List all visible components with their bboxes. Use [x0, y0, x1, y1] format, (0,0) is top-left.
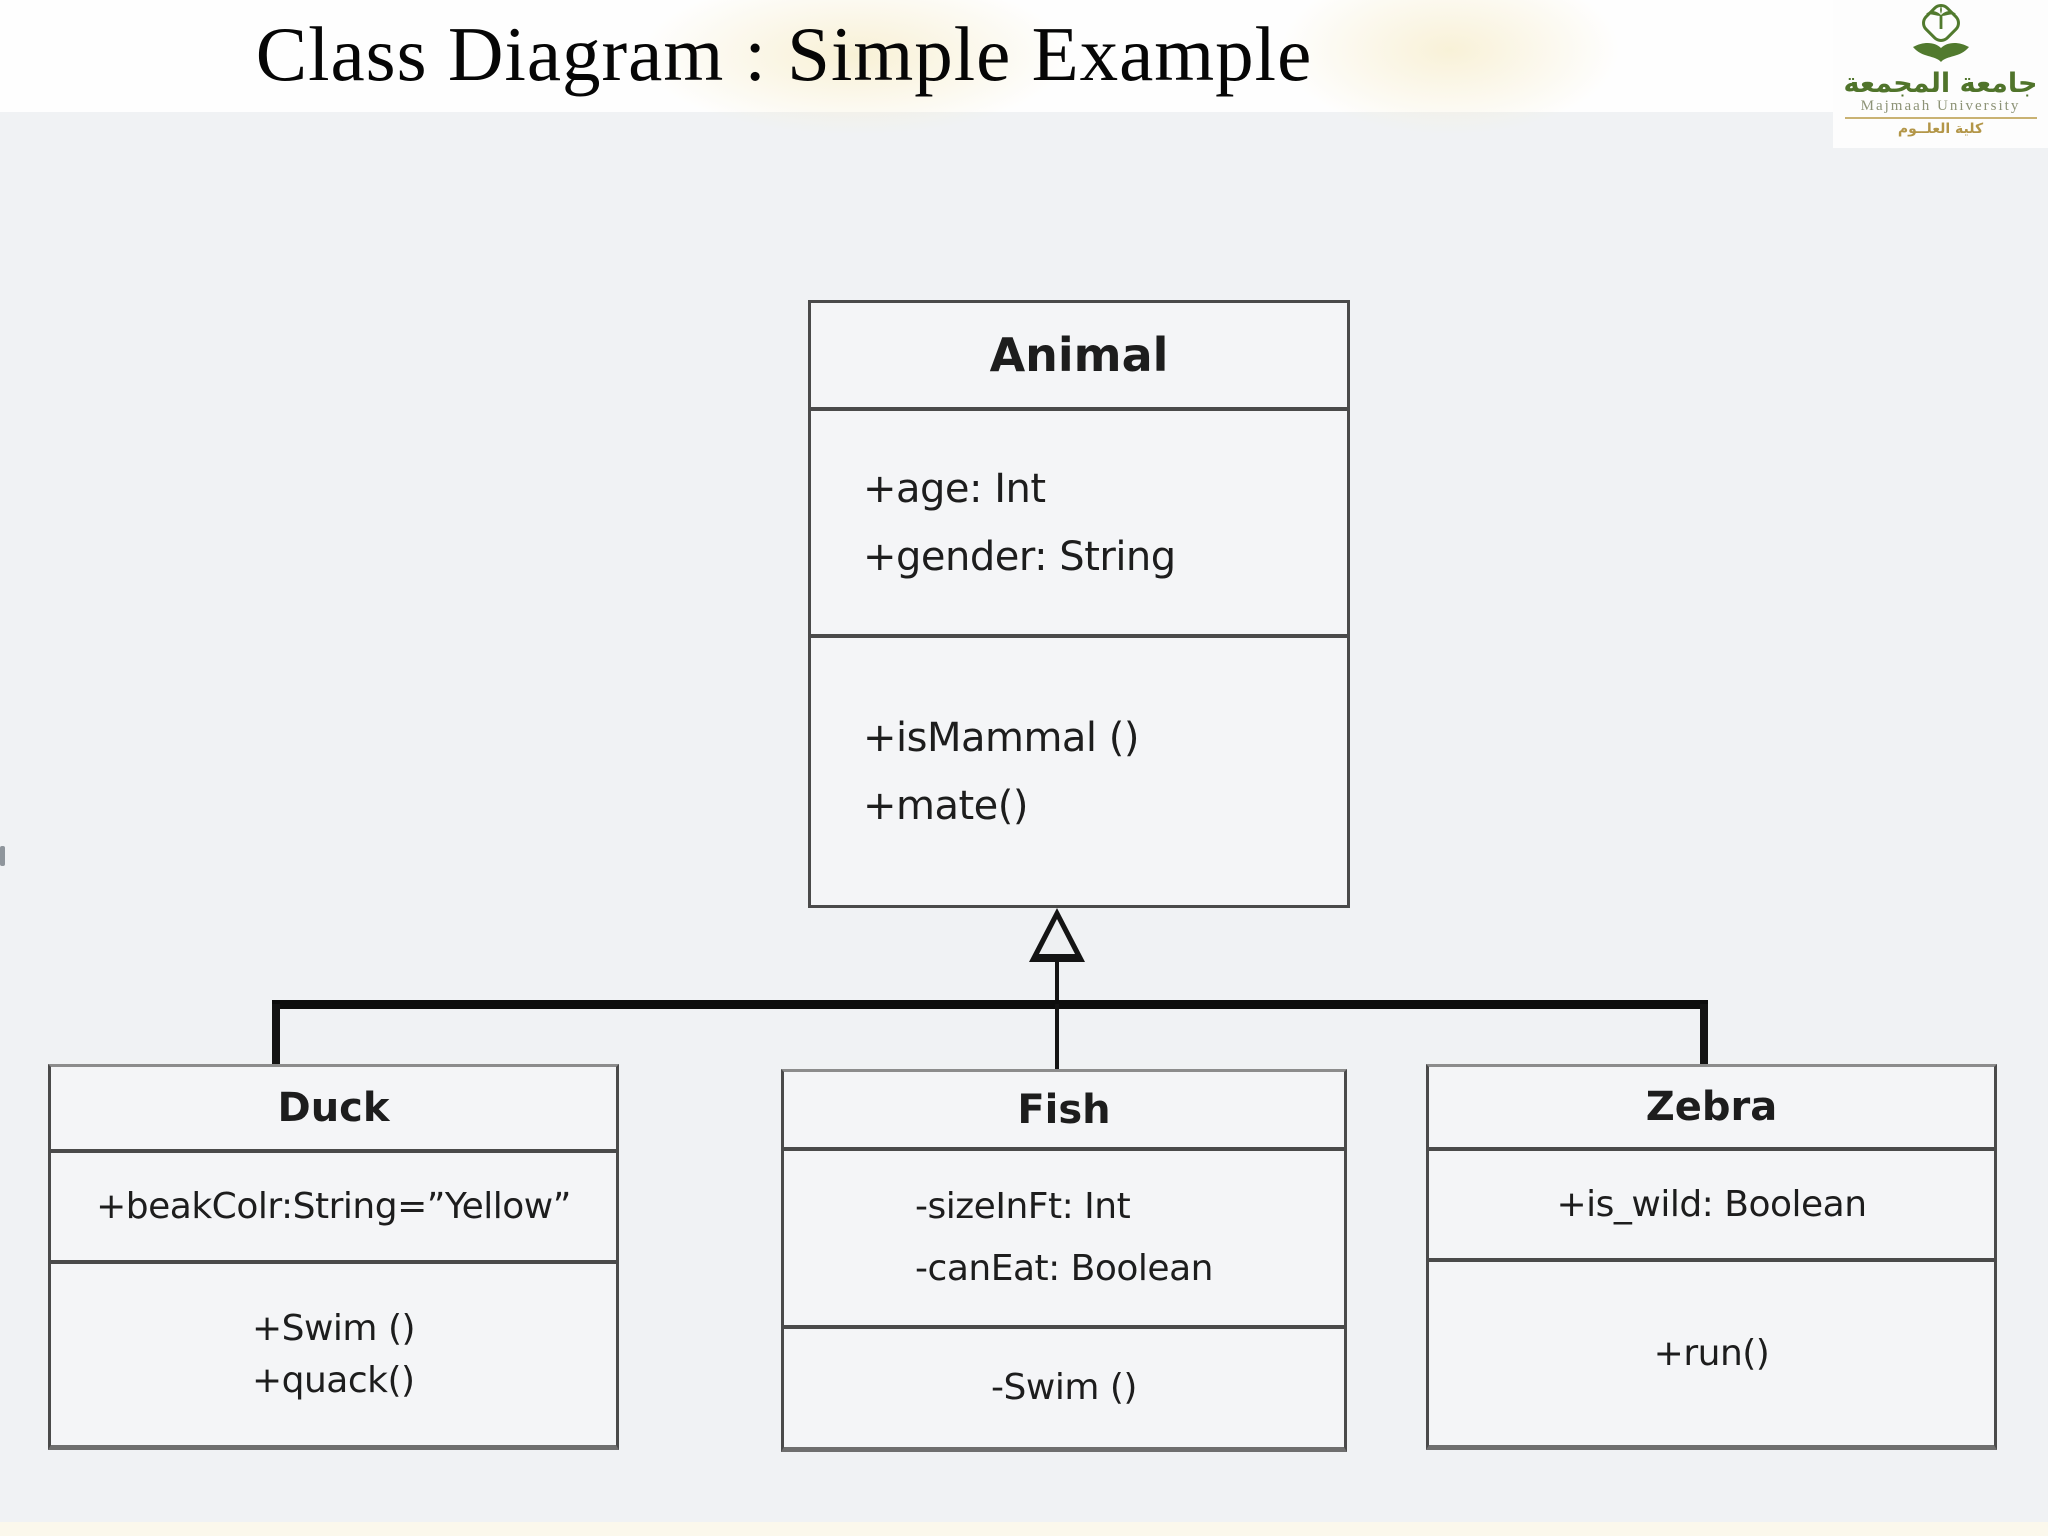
class-box-zebra: Zebra +is_wild: Boolean +run() — [1426, 1064, 1997, 1450]
logo-college-name: كلية العلــوم — [1897, 121, 1984, 137]
class-name-animal: Animal — [989, 328, 1169, 382]
attribute-line: +gender: String — [863, 533, 1176, 580]
slide-title: Class Diagram : Simple Example — [255, 11, 1313, 97]
inheritance-arrow-inner — [1039, 919, 1075, 954]
logo-english-name: Majmaah University — [1860, 98, 2021, 114]
university-emblem-icon — [1912, 4, 1969, 62]
animal-attributes-section: +age: Int +gender: String — [811, 407, 1347, 634]
connector-horizontal-bar — [272, 1000, 1708, 1009]
fish-attributes-section: -sizeInFt: Int -canEat: Boolean — [784, 1147, 1344, 1325]
zebra-methods-section: +run() — [1429, 1258, 1994, 1445]
class-name-fish: Fish — [1017, 1086, 1111, 1133]
duck-attributes-section: +beakColr:String=”Yellow” — [51, 1149, 616, 1260]
attribute-line: +beakColr:String=”Yellow” — [96, 1185, 571, 1227]
method-line: +mate() — [863, 782, 1029, 829]
logo-divider — [1844, 117, 2037, 119]
class-box-duck: Duck +beakColr:String=”Yellow” +Swim () … — [48, 1064, 619, 1450]
method-line: +Swim () — [251, 1307, 416, 1349]
connector-drop-duck — [272, 1004, 280, 1066]
method-line: -Swim () — [991, 1367, 1137, 1408]
university-logo: جامعة المجمعة Majmaah University كلية ال… — [1833, 0, 2048, 148]
method-line: +quack() — [251, 1359, 415, 1401]
edge-artifact — [0, 846, 5, 866]
attribute-line: +age: Int — [863, 465, 1046, 512]
attribute-line: +is_wild: Boolean — [1556, 1183, 1867, 1225]
connector-drop-fish — [1055, 1004, 1059, 1072]
method-line: +isMammal () — [863, 714, 1139, 761]
class-box-animal: Animal +age: Int +gender: String +isMamm… — [808, 300, 1350, 908]
connector-stem — [1055, 958, 1059, 1004]
zebra-attributes-section: +is_wild: Boolean — [1429, 1147, 1994, 1258]
method-line: +run() — [1653, 1332, 1770, 1374]
class-name-zebra: Zebra — [1645, 1084, 1778, 1130]
attribute-line: -canEat: Boolean — [915, 1248, 1213, 1289]
bottom-strip — [0, 1522, 2048, 1536]
logo-arabic-name: جامعة المجمعة — [1843, 68, 2038, 99]
connector-drop-zebra — [1700, 1004, 1708, 1066]
fish-methods-section: -Swim () — [784, 1325, 1344, 1447]
class-box-fish: Fish -sizeInFt: Int -canEat: Boolean -Sw… — [781, 1069, 1347, 1452]
attribute-line: -sizeInFt: Int — [915, 1186, 1131, 1227]
animal-methods-section: +isMammal () +mate() — [811, 634, 1347, 905]
duck-methods-section: +Swim () +quack() — [51, 1260, 616, 1445]
class-name-duck: Duck — [277, 1085, 390, 1131]
